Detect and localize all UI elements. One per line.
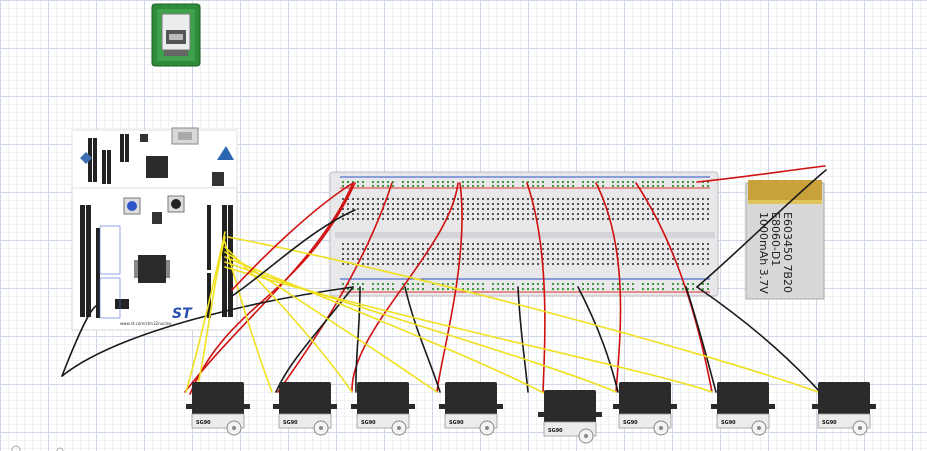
mcu-chip — [134, 255, 170, 283]
wire-11[interactable] — [61, 305, 97, 377]
wire-19[interactable] — [696, 169, 827, 288]
usb-connector-module[interactable] — [151, 3, 201, 67]
reset-button[interactable] — [167, 195, 185, 213]
wire-13[interactable] — [355, 286, 361, 393]
servo-5[interactable]: SG90 — [538, 390, 602, 444]
battery-label-line1: E603450 7B20 — [781, 212, 794, 293]
wire-26[interactable] — [224, 261, 617, 393]
wire-22[interactable] — [224, 241, 273, 393]
user-button[interactable] — [123, 197, 141, 215]
servo-6[interactable]: SG90 — [613, 382, 677, 436]
battery-label-line3: 1000mAh 3.7V — [757, 212, 770, 294]
wires — [61, 165, 827, 395]
servo-label: SG90 — [283, 420, 298, 426]
wire-23[interactable] — [224, 246, 353, 393]
wire-7[interactable] — [595, 182, 622, 393]
wire-18[interactable] — [696, 286, 821, 393]
wire-28[interactable] — [227, 236, 819, 393]
wire-9[interactable] — [696, 165, 826, 183]
wire-25[interactable] — [224, 256, 547, 395]
mbed-logo — [217, 146, 234, 160]
breadboard[interactable] — [329, 171, 719, 297]
st-link-logo — [80, 152, 92, 164]
wire-6[interactable] — [526, 182, 546, 393]
servo-label: SG90 — [548, 428, 563, 434]
st-logo: ST — [172, 306, 193, 322]
wire-1[interactable] — [184, 182, 354, 393]
servo-1[interactable]: SG90 — [186, 382, 250, 436]
wire-29[interactable] — [231, 182, 354, 291]
wire-30[interactable] — [231, 209, 356, 297]
servo-7[interactable]: SG90 — [711, 382, 775, 436]
wire-21[interactable] — [195, 236, 226, 393]
servo-label: SG90 — [361, 420, 376, 426]
servo-label: SG90 — [623, 420, 638, 426]
battery-label-line2: E8060-D1 — [769, 212, 782, 266]
wire-27[interactable] — [224, 266, 713, 393]
wire-14[interactable] — [404, 286, 441, 393]
wire-17[interactable] — [685, 286, 717, 393]
servo-label: SG90 — [822, 420, 837, 426]
wire-3[interactable] — [277, 182, 393, 393]
servo-8[interactable]: SG90 — [812, 382, 876, 436]
wire-16[interactable] — [577, 286, 619, 393]
servo-3[interactable]: SG90 — [351, 382, 415, 436]
wire-2[interactable] — [189, 182, 356, 395]
servo-2[interactable]: SG90 — [273, 382, 337, 436]
servo-label: SG90 — [449, 420, 464, 426]
wire-5[interactable] — [436, 182, 463, 393]
wire-15[interactable] — [517, 286, 529, 393]
servo-label: SG90 — [721, 420, 736, 426]
wire-20[interactable] — [185, 231, 226, 393]
tool-logo — [11, 445, 64, 451]
wire-24[interactable] — [224, 251, 438, 393]
lipo-battery[interactable]: E603450 7B20 E8060-D1 1000mAh 3.7V — [745, 180, 825, 300]
board-url: www.st.com/stm32nucleo — [120, 321, 172, 326]
servo-4[interactable]: SG90 — [439, 382, 503, 436]
servo-label: SG90 — [196, 420, 211, 426]
